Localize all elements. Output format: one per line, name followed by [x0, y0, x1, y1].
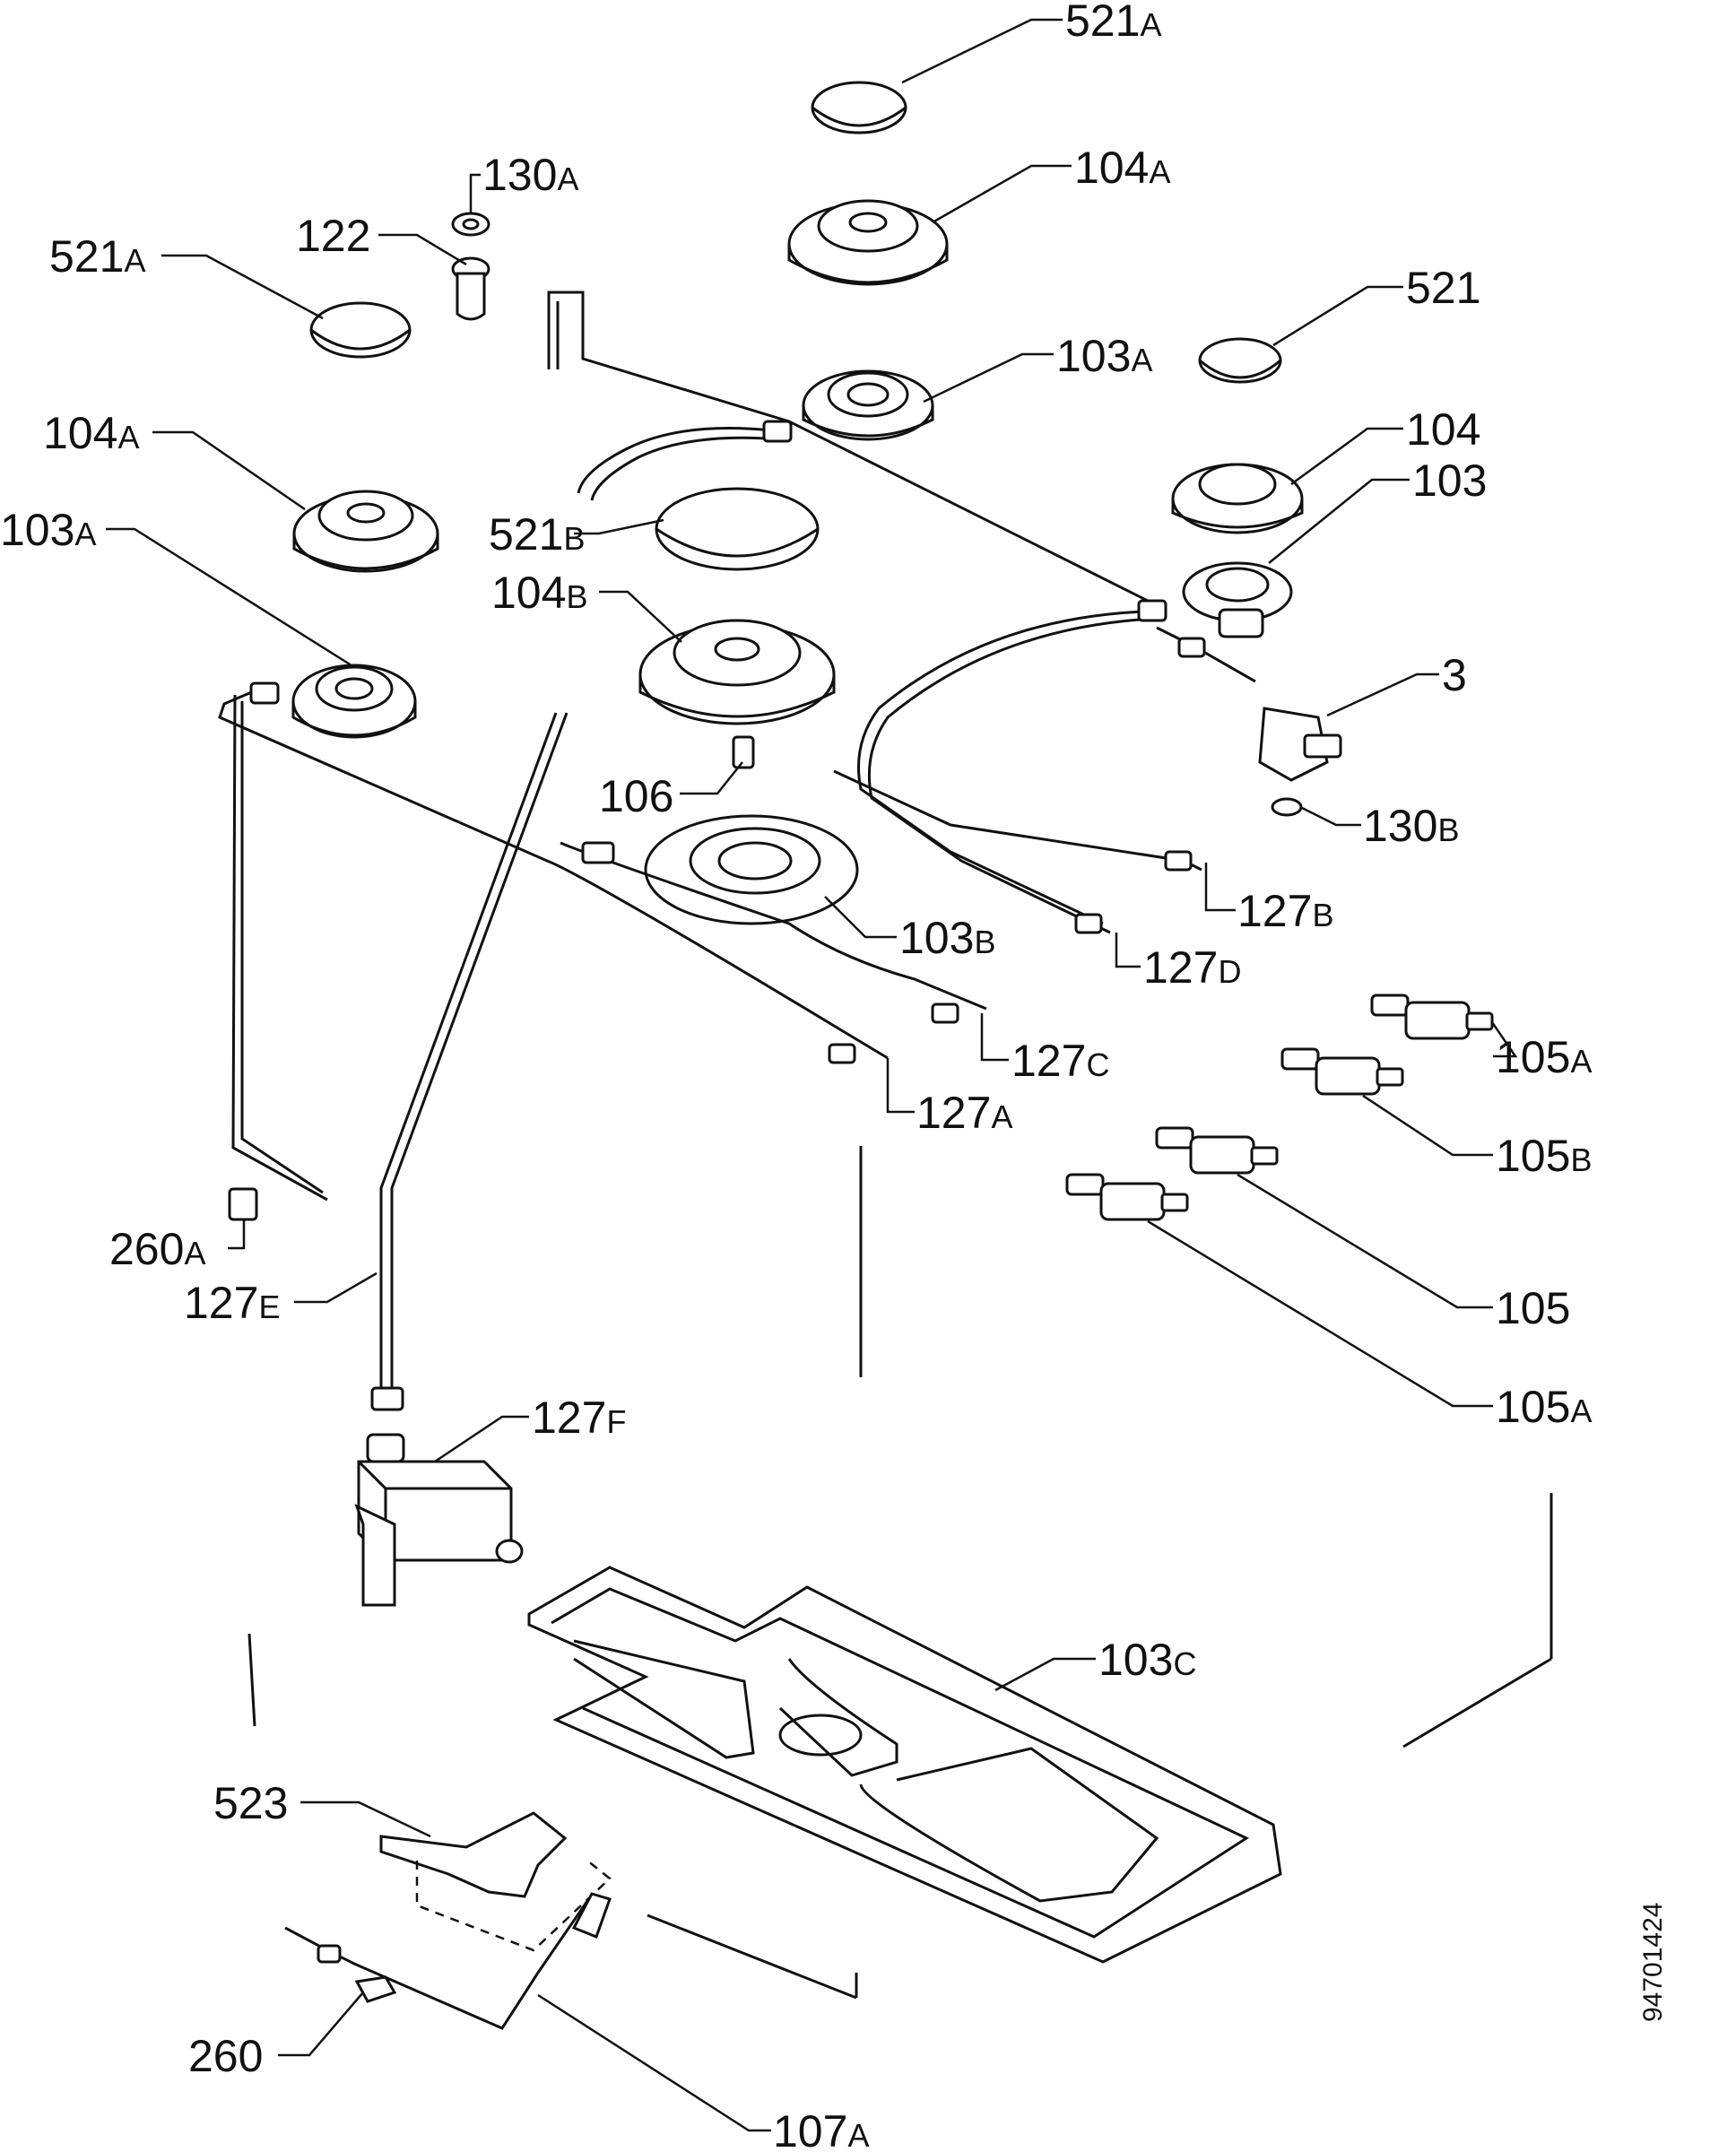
label-3: 3 — [1442, 650, 1467, 700]
clip-260a — [228, 1187, 258, 1221]
burner-cap-521 — [1198, 337, 1282, 384]
burner-base-103 — [1182, 561, 1293, 638]
label-104: 104 — [1406, 404, 1480, 455]
label-105b: 105B — [1496, 1131, 1592, 1181]
label-127c: 127C — [1011, 1036, 1109, 1086]
label-104a-top: 104A — [1074, 143, 1170, 193]
injector-106 — [732, 735, 755, 769]
label-103b: 103B — [899, 913, 995, 963]
label-260a: 260A — [109, 1224, 205, 1274]
label-105a-lower: 105A — [1496, 1382, 1592, 1432]
burner-base-103a-top — [802, 369, 934, 441]
label-127a: 127A — [916, 1088, 1012, 1138]
label-103a-left: 103A — [0, 505, 96, 555]
valve-block-127f — [354, 1433, 524, 1607]
label-104b: 104B — [491, 568, 587, 618]
label-105a-upper: 105A — [1496, 1032, 1592, 1082]
burner-crown-104a-top — [787, 199, 949, 286]
label-127e: 127E — [184, 1278, 280, 1328]
gas-valve-105b — [1280, 1047, 1404, 1096]
label-521b: 521B — [489, 509, 585, 560]
burner-cap-521a-top — [811, 81, 907, 134]
label-127d: 127D — [1143, 942, 1241, 993]
label-127b: 127B — [1237, 886, 1333, 936]
burner-cap-521a-left — [309, 301, 412, 359]
washer-130b — [1271, 797, 1303, 817]
label-523: 523 — [213, 1778, 288, 1828]
washer-130a — [451, 212, 490, 237]
bracket-523 — [379, 1811, 612, 1952]
label-103: 103 — [1412, 456, 1487, 506]
drawing-code: 94701424 — [1638, 1903, 1668, 2022]
label-104a-left: 104A — [43, 408, 139, 458]
gas-valve-105a-upper — [1370, 994, 1494, 1040]
burner-plate-103c — [527, 1566, 1282, 1964]
label-122: 122 — [296, 211, 370, 261]
parts-artwork — [218, 81, 1553, 2030]
label-105: 105 — [1496, 1283, 1570, 1333]
clip-260 — [354, 1975, 397, 2003]
gas-valve-105a-lower — [1065, 1173, 1189, 1221]
label-103a-top: 103A — [1056, 331, 1152, 381]
gas-valve-105 — [1155, 1126, 1279, 1175]
label-130b: 130B — [1363, 801, 1459, 851]
burner-crown-104b — [638, 619, 836, 725]
burner-crown-104a-left — [292, 490, 439, 573]
burner-crown-104 — [1171, 463, 1304, 534]
label-103c: 103C — [1098, 1635, 1196, 1685]
leader-lines — [106, 18, 1518, 2132]
label-521: 521 — [1406, 263, 1480, 313]
label-521a-top: 521A — [1065, 0, 1161, 46]
burner-base-103b — [644, 814, 859, 925]
burner-cap-521b — [655, 487, 820, 571]
label-260: 260 — [188, 2031, 263, 2081]
burner-base-103a-left — [291, 664, 417, 739]
thermocouple-107a — [284, 1892, 612, 2030]
label-521a-left: 521A — [49, 231, 145, 282]
injector-122 — [451, 256, 490, 321]
label-127f: 127F — [532, 1393, 626, 1443]
label-107a: 107A — [773, 2106, 869, 2152]
label-130a: 130A — [482, 150, 578, 200]
callout-labels: 521A 130A 104A 122 521A 521 103A 104A 10… — [0, 0, 1592, 2152]
pipe-fittings — [249, 420, 1206, 1411]
gas-tap-3 — [1258, 707, 1342, 782]
label-106: 106 — [599, 771, 673, 821]
